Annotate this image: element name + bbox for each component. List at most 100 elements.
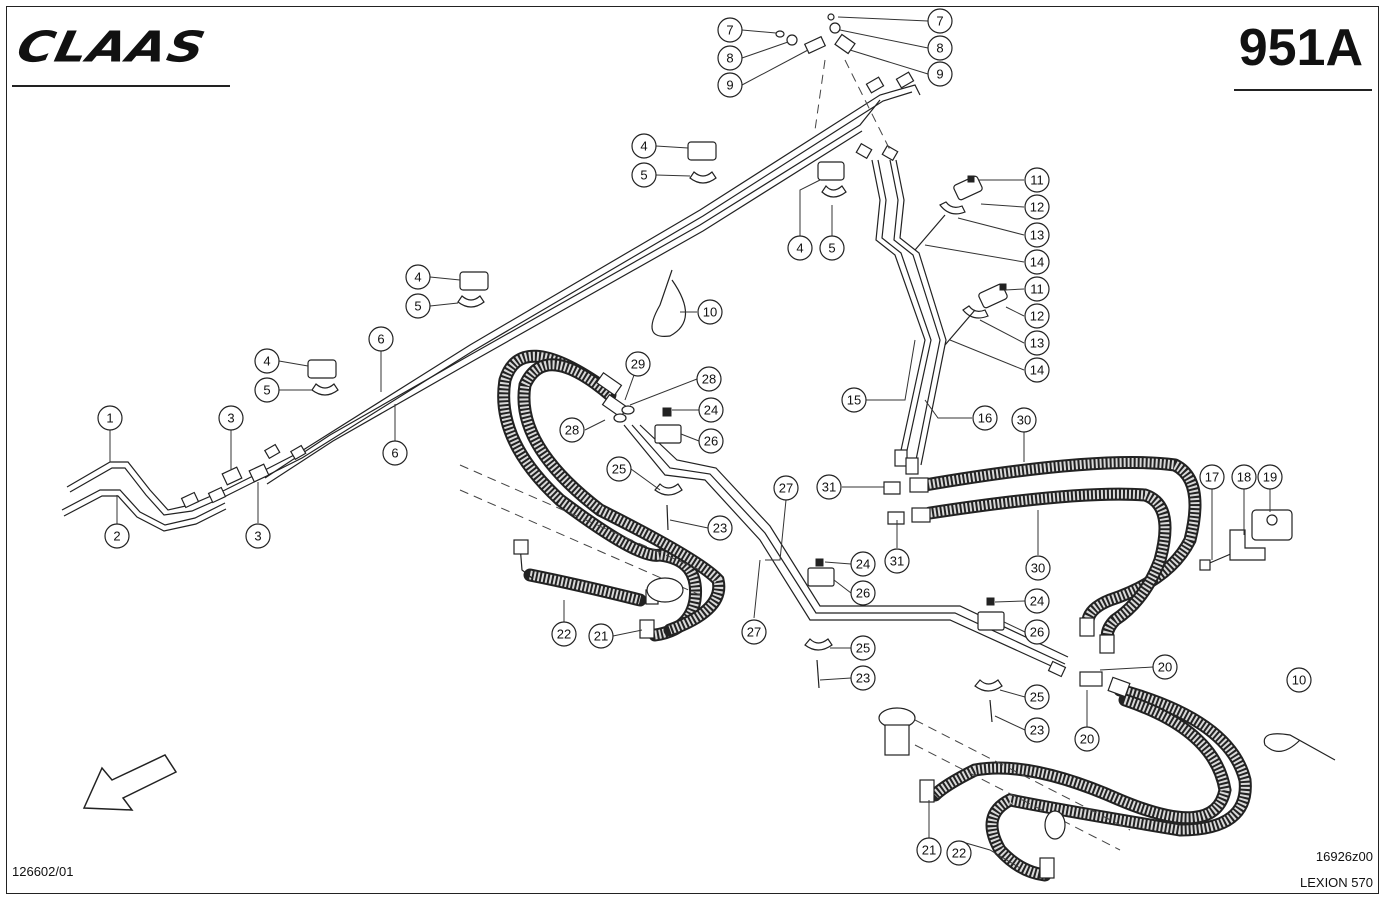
svg-text:31: 31: [890, 554, 904, 569]
callout-4d: 4: [787, 235, 813, 261]
callout-11b: 11: [1024, 276, 1050, 302]
logo-underline: [12, 85, 230, 87]
svg-text:20: 20: [1158, 660, 1172, 675]
svg-text:10: 10: [1292, 673, 1306, 688]
callout-13a: 13: [1024, 222, 1050, 248]
callout-30b: 30: [1025, 555, 1051, 581]
svg-text:28: 28: [565, 423, 579, 438]
hose-right-loop: [878, 671, 1252, 882]
callout-4a: 4: [631, 133, 657, 159]
callout-11a: 11: [1024, 167, 1050, 193]
callout-8b: 8: [927, 35, 953, 61]
svg-text:30: 30: [1031, 561, 1045, 576]
callout-4c: 4: [254, 348, 280, 374]
callout-27a: 27: [773, 475, 799, 501]
svg-text:23: 23: [1030, 723, 1044, 738]
svg-text:21: 21: [594, 629, 608, 644]
drawing-frame: [6, 6, 1379, 894]
svg-text:27: 27: [747, 625, 761, 640]
svg-text:12: 12: [1030, 200, 1044, 215]
callout-14b: 14: [1024, 357, 1050, 383]
svg-text:5: 5: [414, 299, 421, 314]
callout-bubbles: 1 2 3 3 4 4 4 4 5 5 5 5 6 6 7 7 8 8 9 9 …: [97, 8, 1312, 866]
callout-23a: 23: [707, 515, 733, 541]
hose-left-loop: [459, 349, 726, 642]
svg-text:15: 15: [847, 393, 861, 408]
clamp-blocks: [307, 141, 847, 396]
svg-text:13: 13: [1030, 336, 1044, 351]
svg-text:5: 5: [263, 383, 270, 398]
svg-text:4: 4: [796, 241, 803, 256]
svg-text:17: 17: [1205, 470, 1219, 485]
svg-text:3: 3: [254, 529, 261, 544]
svg-text:18: 18: [1237, 470, 1251, 485]
svg-text:28: 28: [702, 372, 716, 387]
bracket-17-19: [1199, 509, 1293, 571]
callout-5d: 5: [819, 235, 845, 261]
svg-text:6: 6: [377, 332, 384, 347]
callout-20a: 20: [1152, 654, 1178, 680]
callout-4b: 4: [405, 264, 431, 290]
callout-6b: 6: [382, 440, 408, 466]
callout-26b: 26: [850, 580, 876, 606]
callout-9b: 9: [927, 61, 953, 87]
svg-text:4: 4: [263, 354, 270, 369]
svg-text:3: 3: [227, 411, 234, 426]
sheet-number: 951A: [1238, 19, 1363, 77]
callout-31a: 31: [816, 474, 842, 500]
svg-text:11: 11: [1030, 173, 1044, 188]
svg-text:29: 29: [631, 357, 645, 372]
svg-text:30: 30: [1017, 413, 1031, 428]
callout-3b: 3: [245, 523, 271, 549]
svg-text:22: 22: [952, 846, 966, 861]
callout-5c: 5: [254, 377, 280, 403]
svg-text:20: 20: [1080, 732, 1094, 747]
svg-text:7: 7: [726, 23, 733, 38]
svg-text:9: 9: [726, 78, 733, 93]
svg-text:8: 8: [936, 41, 943, 56]
svg-text:5: 5: [640, 168, 647, 183]
vertical-lines-15-16: [871, 159, 947, 475]
svg-text:16: 16: [978, 411, 992, 426]
svg-text:21: 21: [922, 843, 936, 858]
drawing-number: 16926z00: [1315, 849, 1373, 864]
hoses-30: [883, 456, 1202, 654]
hose-end-fittings: [595, 371, 635, 423]
svg-text:14: 14: [1030, 363, 1044, 378]
svg-text:24: 24: [1030, 594, 1044, 609]
callout-25c: 25: [1024, 684, 1050, 710]
callout-25a: 25: [606, 456, 632, 482]
callout-12a: 12: [1024, 194, 1050, 220]
callout-16: 16: [972, 405, 998, 431]
callout-10a: 10: [697, 299, 723, 325]
callout-8a: 8: [717, 45, 743, 71]
callout-15: 15: [841, 387, 867, 413]
svg-text:11: 11: [1030, 282, 1044, 297]
callout-20b: 20: [1074, 726, 1100, 752]
callout-25b: 25: [850, 635, 876, 661]
callout-31b: 31: [884, 548, 910, 574]
machine-model: LEXION 570: [1300, 875, 1373, 890]
svg-text:23: 23: [713, 521, 727, 536]
arrow-down-left-icon: [82, 754, 178, 811]
svg-text:26: 26: [856, 586, 870, 601]
bolt-assemblies: [914, 175, 1008, 346]
svg-text:25: 25: [856, 641, 870, 656]
callout-21b: 21: [916, 837, 942, 863]
callout-6a: 6: [368, 326, 394, 352]
callout-22b: 22: [946, 840, 972, 866]
svg-text:2: 2: [113, 529, 120, 544]
svg-text:9: 9: [936, 67, 943, 82]
callout-12b: 12: [1024, 303, 1050, 329]
callout-10b: 10: [1286, 667, 1312, 693]
callout-3a: 3: [218, 405, 244, 431]
callout-7a: 7: [717, 17, 743, 43]
callout-23c: 23: [1024, 717, 1050, 743]
callout-24c: 24: [1024, 588, 1050, 614]
top-fittings: [775, 13, 891, 151]
callout-24a: 24: [698, 397, 724, 423]
leader-lines: [109, 16, 1271, 869]
svg-text:24: 24: [704, 403, 718, 418]
callout-30a: 30: [1011, 407, 1037, 433]
